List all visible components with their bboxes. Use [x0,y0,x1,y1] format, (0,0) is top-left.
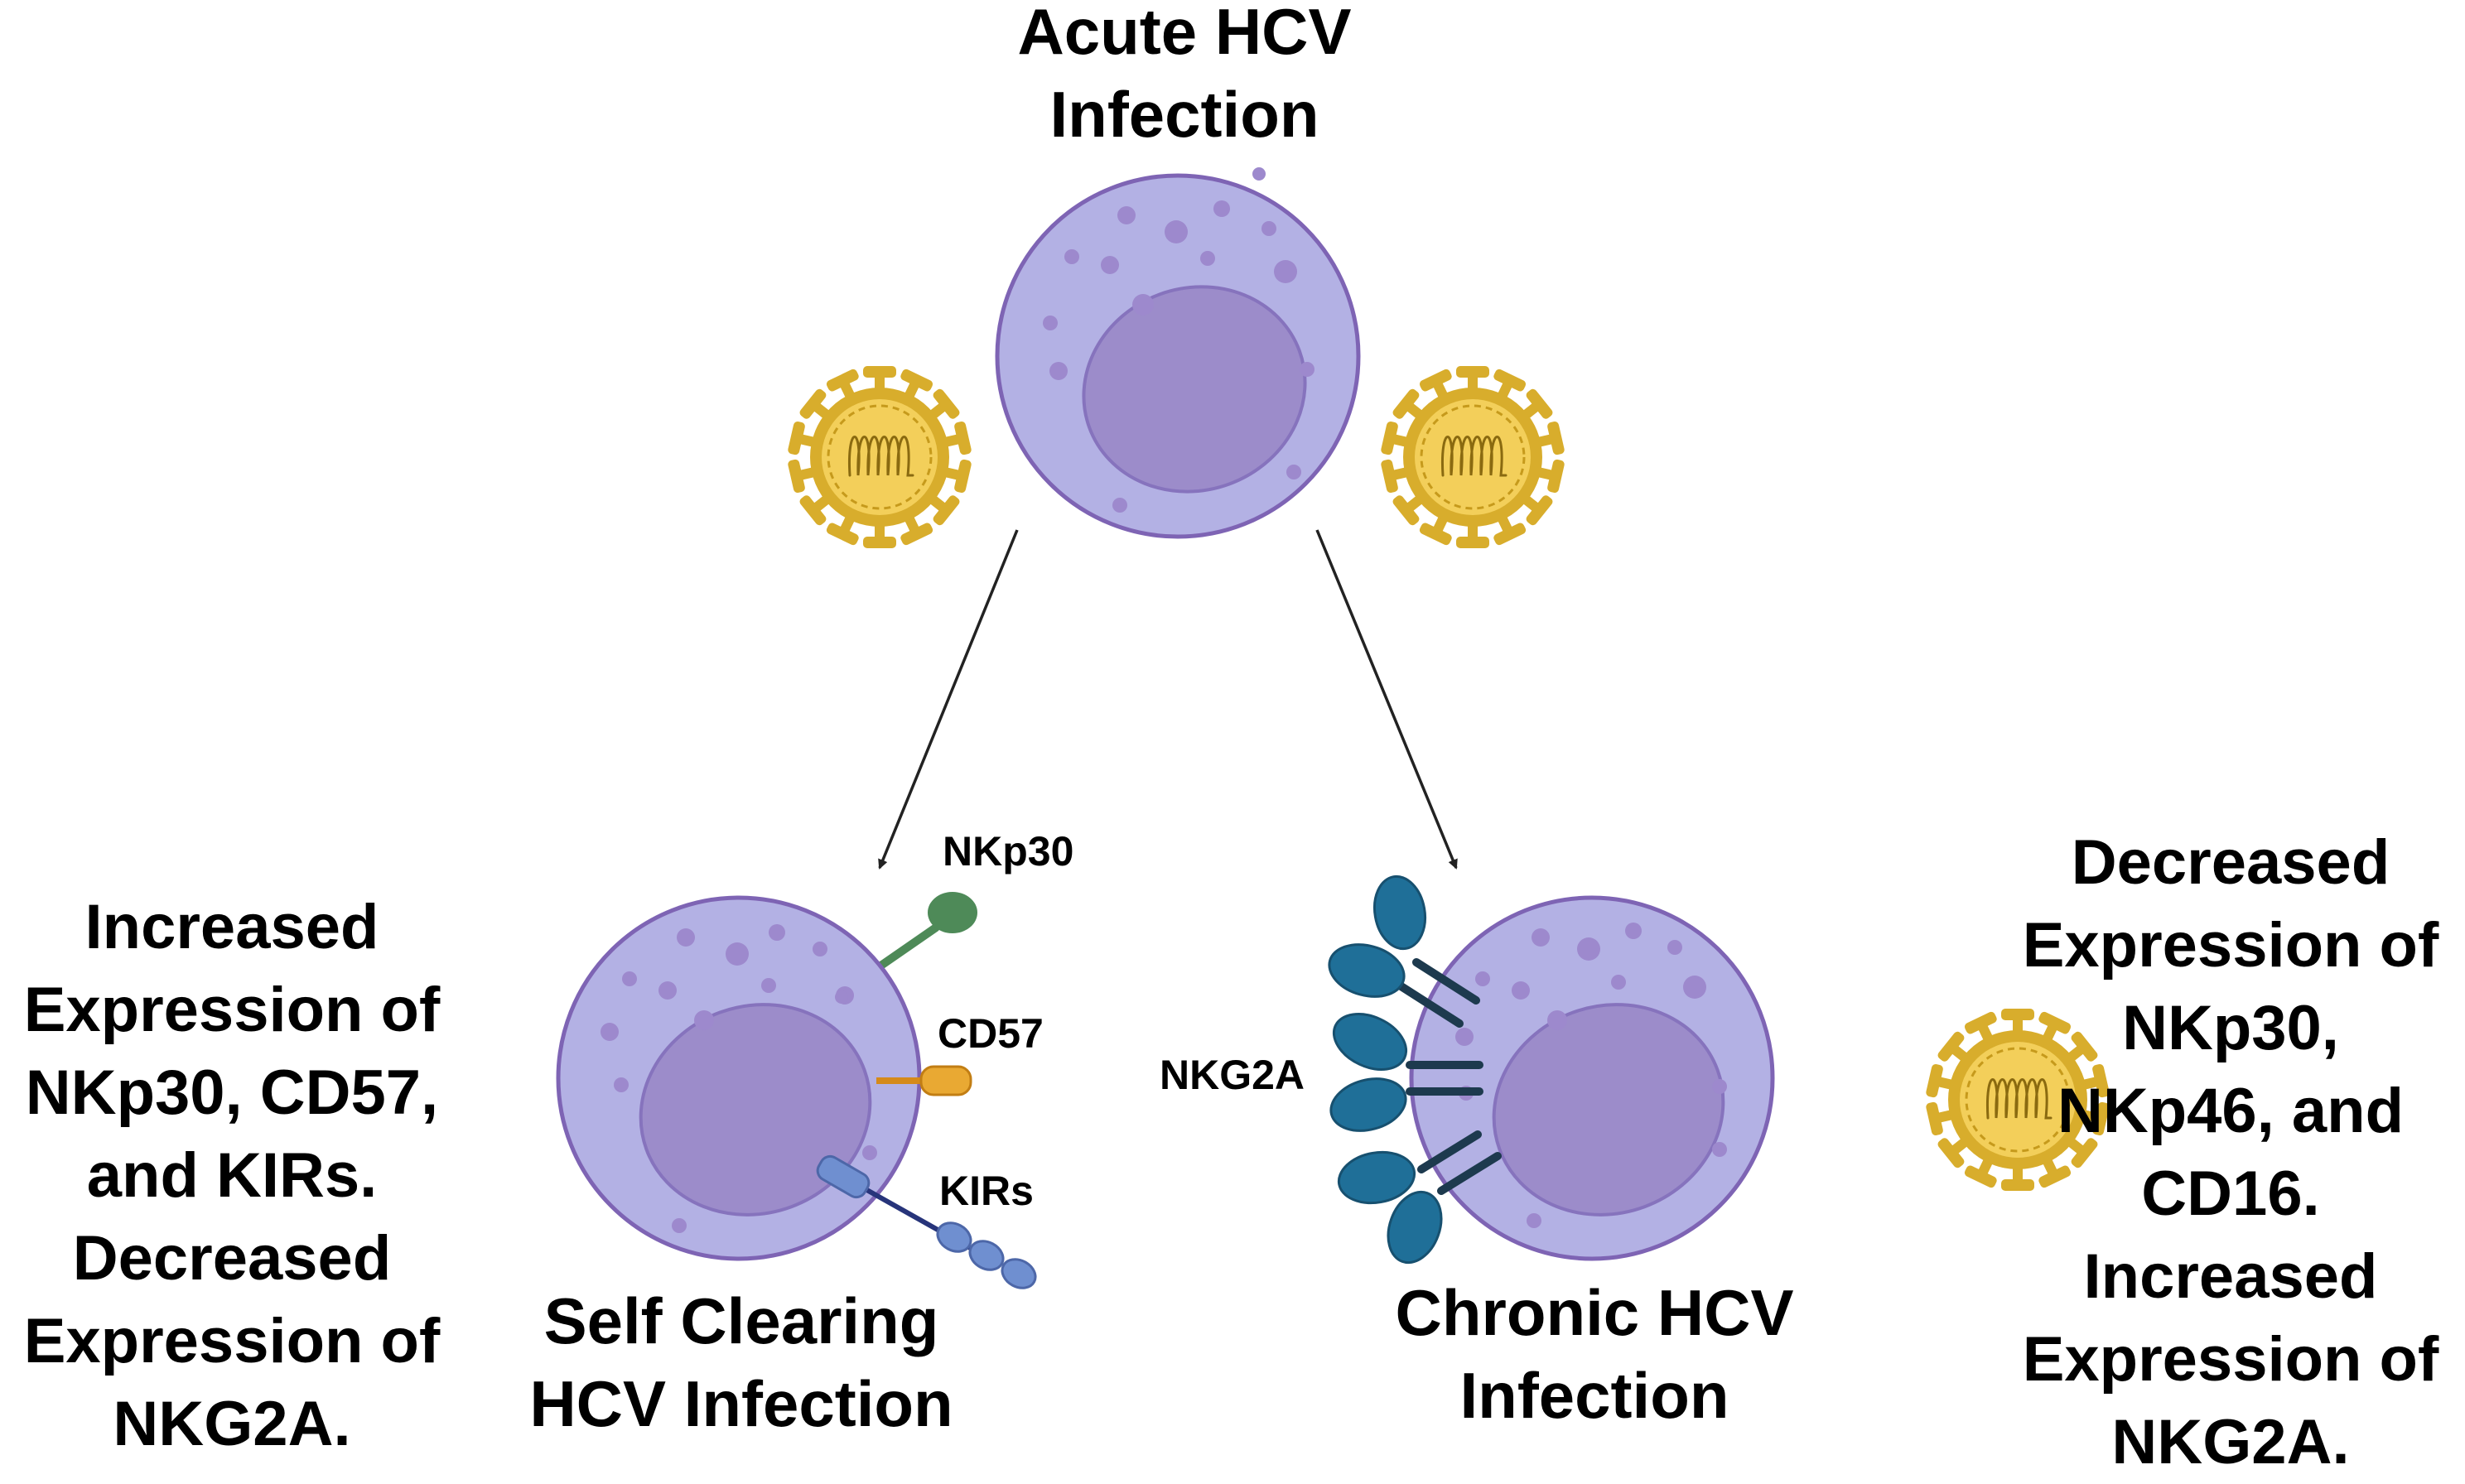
virus-spike-cap [900,369,933,392]
virus-spike-cap [933,495,960,526]
virus-spike-cap [1526,388,1553,419]
virus-spike-cap [1493,369,1527,392]
virus-rna [847,436,914,477]
virus-rna [1985,1078,2053,1120]
hcv-virus-icon [1381,366,1565,548]
virus-spike-cap [1381,459,1398,493]
virus-spike-cap [799,495,827,526]
virus-spike-cap [1964,1165,1997,1188]
virus-rna [1440,436,1507,477]
virus-spike-cap [799,388,827,419]
virus-spike-cap [1419,369,1452,392]
virus-spike-cap [788,459,805,493]
acute-hcv-label: Acute HCV Infection [1017,0,1352,151]
virus-spike-cap [2038,1011,2072,1034]
right-summary-text: Decreased Expression of NKp30, NKp46, an… [2022,827,2439,1477]
virus-spike-cap [2092,1101,2110,1135]
virus-spike-cap [954,459,972,493]
nkg2a-receptor-1 [1328,874,1480,1028]
chronic-nk-cell [1328,874,1775,1265]
virus-spike-cap [1926,1064,1943,1098]
virus-spike-cap [1526,495,1553,526]
virus-spike-cap [1392,495,1420,526]
virus-spike-cap [2038,1165,2072,1188]
hcv-virus-icon [788,366,972,548]
virus-spike-cap [1547,459,1565,493]
virus-membrane [827,404,933,510]
arrow-to-chronic [1315,529,1458,870]
arrow-to-self-clearing [878,529,1019,870]
nkp30-receptor-head [928,892,977,933]
cd57-receptor-head [919,1065,972,1096]
left-summary-text: Increased Expression of NKp30, CD57, and… [23,892,441,1459]
self-clearing-nucleus [639,1003,872,1217]
virus-spike-cap [2001,1009,2034,1020]
virus-spike-cap [2092,1064,2110,1098]
virus-spike-cap [900,523,933,546]
self-clearing-label: Self Clearing HCV Infection [529,1284,953,1440]
virus-spike-cap [2071,1138,2098,1168]
self-clearing-nk-cell [556,892,1037,1289]
nkg2a-label: NKG2A [1160,1052,1305,1098]
virus-spike-cap [933,388,960,419]
chronic-nucleus [1492,1003,1725,1217]
virus-spike-cap [1419,523,1452,546]
virus-spike-cap [1937,1031,1965,1062]
cd57-label: CD57 [938,1010,1044,1057]
virus-spike-cap [826,369,859,392]
nkg2a-receptor-2 [1329,1013,1483,1132]
kirs-label: KIRs [939,1168,1034,1214]
virus-spike-cap [826,523,859,546]
virus-spike-cap [863,537,896,548]
virus-spike-cap [954,422,972,455]
virus-spike-cap [1456,366,1489,378]
virus-spike-cap [1547,422,1565,455]
virus-spike-cap [1392,388,1420,419]
virus-spike-cap [863,366,896,378]
virus-spike-cap [1964,1011,1997,1034]
virus-spike-cap [1937,1138,1965,1168]
virus-spike-cap [1493,523,1527,546]
virus-spike-cap [2001,1179,2034,1191]
nkp30-label: NKp30 [943,828,1074,874]
virus-spike-cap [788,422,805,455]
virus-spike-cap [1926,1101,1943,1135]
kirs-receptor-domain [816,1154,871,1199]
virus-membrane [1965,1047,2071,1153]
virus-membrane [1420,404,1526,510]
virus-spike-cap [2071,1031,2098,1062]
chronic-hcv-label: Chronic HCV Infection [1395,1276,1794,1432]
nkg2a-receptor-3 [1337,1130,1502,1265]
virus-spike-cap [1456,537,1489,548]
acute-nk-cell [995,167,1361,539]
virus-spike-cap [1381,422,1398,455]
acute-nk-cell-nucleus [1082,285,1307,494]
hcv-virus-icon [1926,1009,2110,1191]
